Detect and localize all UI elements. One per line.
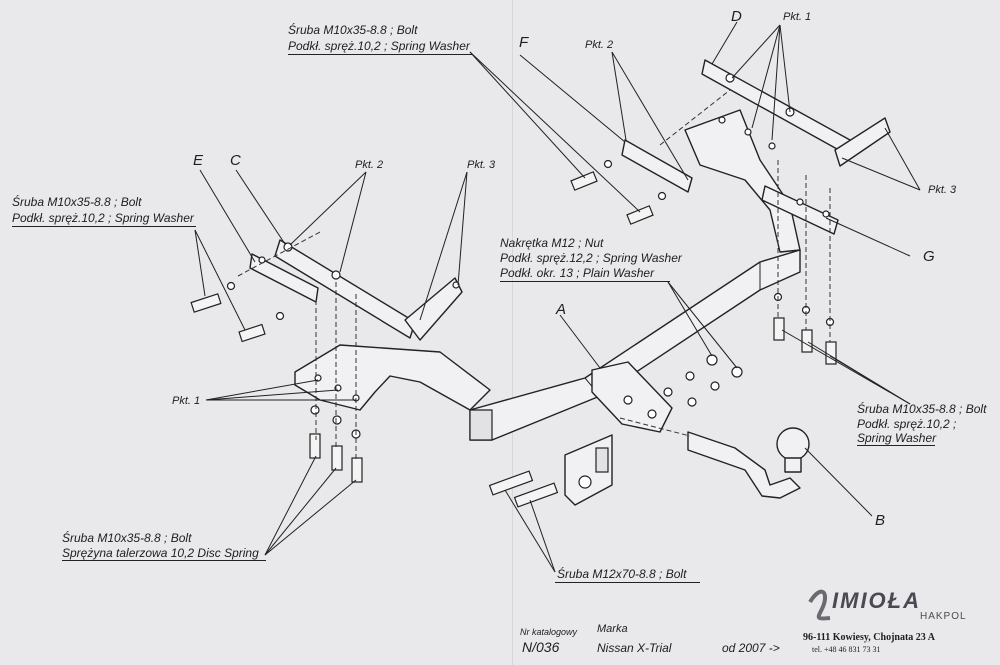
logo-sub: HAKPOL (920, 611, 967, 622)
letter-c: C (230, 152, 241, 169)
brand-value: Nissan X-Trial (597, 641, 672, 655)
pkt1-left-label: Pkt. 1 (172, 395, 201, 407)
left-upper-washer-label: Podkł. spręż.10,2 ; Spring Washer (12, 211, 194, 225)
assembly-lines (237, 89, 831, 460)
letter-b: B (875, 512, 886, 529)
pkt1-top-label: Pkt. 1 (783, 11, 812, 23)
phone: tel. +48 46 831 73 31 (812, 645, 881, 654)
bottom-bolt-label-2: Sprężyna talerzowa 10,2 Disc Spring (62, 546, 259, 560)
plate-f (621, 139, 693, 193)
right-side-bracket (684, 109, 801, 253)
nut-label-3: Podkł. okr. 13 ; Plain Washer (500, 266, 655, 280)
brand-label: Marka (597, 623, 628, 635)
letter-f: F (519, 34, 529, 51)
catalog-label: Nr katalogowy (520, 627, 578, 637)
crossbar-a (469, 249, 801, 441)
top-underline (288, 54, 472, 55)
pkt2-top-label: Pkt. 2 (585, 39, 614, 51)
towball-b (687, 427, 810, 499)
ball-bolt-label: Śruba M12x70-8.8 ; Bolt (557, 567, 687, 581)
top-washer-label: Podkł. spręż.10,2 ; Spring Washer (288, 39, 470, 53)
top-bolt-label: Śruba M10x35-8.8 ; Bolt (288, 23, 418, 37)
letter-d: D (731, 8, 742, 25)
right-bolt-underline (857, 445, 935, 446)
leader-lines (194, 21, 921, 573)
bottom-bolt-underline (62, 560, 266, 561)
pkt3-right-label: Pkt. 3 (928, 184, 957, 196)
socket-plate (564, 434, 613, 506)
plate-d (701, 59, 891, 167)
paper-fold (512, 0, 514, 665)
right-bolt-label-2: Podkł. spręż.10,2 ; (857, 417, 957, 431)
letter-a: A (556, 301, 567, 318)
plate-c (274, 239, 463, 341)
catalog-value: N/036 (522, 639, 560, 655)
nut-label-2: Podkł. spręż.12,2 ; Spring Washer (500, 251, 682, 265)
nut-underline (500, 281, 670, 282)
right-bolt-label-1: Śruba M10x35-8.8 ; Bolt (857, 402, 987, 416)
right-bolt-label-3: Spring Washer (857, 431, 937, 445)
plate-g (761, 185, 839, 235)
pkt2-left-label: Pkt. 2 (355, 159, 384, 171)
bottom-bolt-label-1: Śruba M10x35-8.8 ; Bolt (62, 531, 192, 545)
logo-mark (808, 589, 831, 621)
letter-e: E (193, 152, 204, 169)
left-upper-underline (12, 226, 196, 227)
fasteners (190, 159, 837, 508)
address: 96-111 Kowiesy, Chojnata 23 A (803, 632, 935, 643)
left-upper-bolt-label: Śruba M10x35-8.8 ; Bolt (12, 195, 142, 209)
logo-text: IMIOŁA (832, 588, 921, 613)
pkt3-left-label: Pkt. 3 (467, 159, 496, 171)
letter-g: G (923, 248, 935, 265)
nut-label-1: Nakrętka M12 ; Nut (500, 236, 604, 250)
ball-bolt-underline (555, 582, 700, 583)
year-value: od 2007 -> (722, 641, 780, 655)
